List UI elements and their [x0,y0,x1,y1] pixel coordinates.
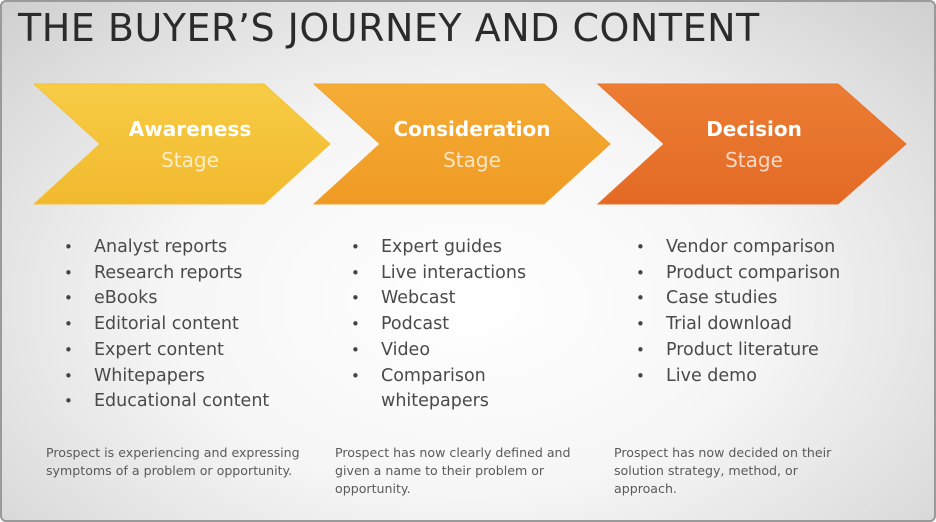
list-item: Webcast [349,286,526,312]
list-item: eBooks [62,286,269,312]
stage-name: Consideration [393,117,551,141]
stage-name: Awareness [128,117,252,141]
list-item: Video [349,338,526,364]
list-item: Product comparison [634,261,840,287]
stage-sub: Stage [161,148,219,172]
list-item: Educational content [62,389,269,415]
awareness-arrow [32,83,331,205]
awareness-description: Prospect is experiencing and expressing … [46,445,300,478]
stage-sub: Stage [725,148,783,172]
consideration-arrow [312,83,611,205]
decision-content-list: Vendor comparison Product comparison Cas… [634,235,840,389]
list-item: Vendor comparison [634,235,840,261]
list-item: Whitepapers [62,364,269,390]
stage-sub: Stage [443,148,501,172]
stage-name: Decision [706,117,802,141]
list-item: Editorial content [62,312,269,338]
list-item: Research reports [62,261,269,287]
awareness-content-list: Analyst reports Research reports eBooks … [62,235,269,415]
consideration-content-list: Expert guides Live interactions Webcast … [349,235,526,415]
decision-arrow [596,83,907,205]
decision-description: Prospect has now decided on their soluti… [614,445,832,496]
list-item: Case studies [634,286,840,312]
list-item: Podcast [349,312,526,338]
list-item: Expert content [62,338,269,364]
list-item: Analyst reports [62,235,269,261]
consideration-description: Prospect has now clearly defined and giv… [335,445,571,496]
list-item: Trial download [634,312,840,338]
stage-consideration-label: Consideration Stage [362,114,582,176]
stage-decision-label: Decision Stage [644,114,864,176]
list-item: Product literature [634,338,840,364]
page-title: THE BUYER’S JOURNEY AND CONTENT [18,6,760,50]
list-item: Expert guides [349,235,526,261]
list-item: Live interactions [349,261,526,287]
list-item: Live demo [634,364,840,390]
stage-awareness-label: Awareness Stage [80,114,300,176]
list-item: Comparison whitepapers [349,364,499,415]
